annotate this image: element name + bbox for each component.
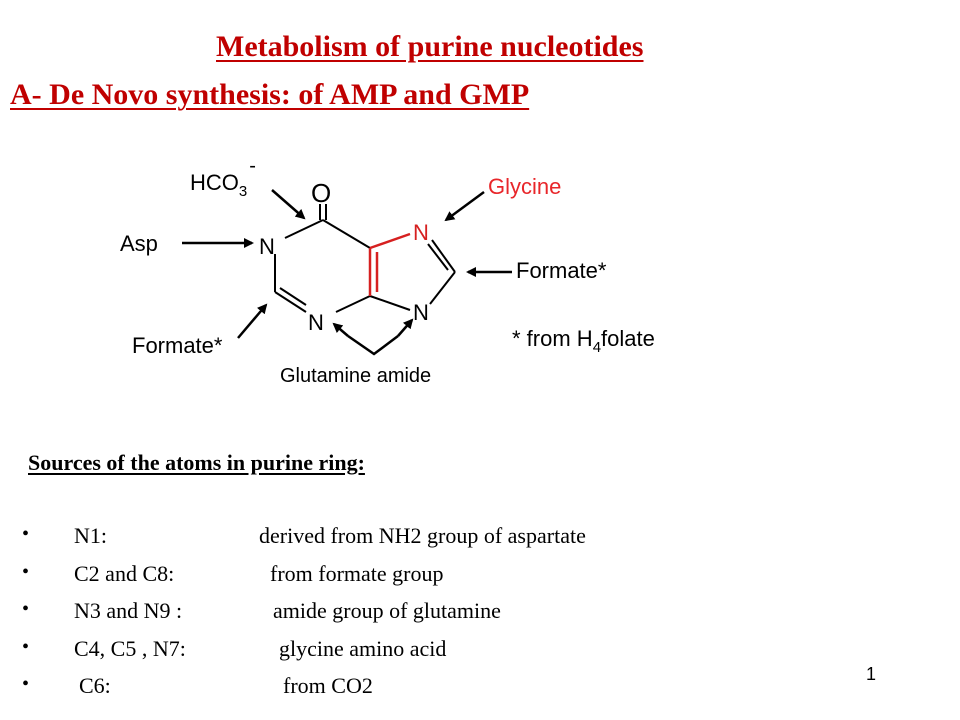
- bond-n9-c8: [429, 271, 456, 305]
- bond-c2-n3-double: [279, 287, 307, 306]
- n7-label: N: [413, 220, 429, 245]
- slide-title: Metabolism of purine nucleotides: [216, 30, 644, 63]
- bullet-dot: •: [22, 598, 30, 620]
- hco3-label: HCO3-: [190, 155, 256, 200]
- ring-bonds: [274, 204, 456, 313]
- arrow-glutamine-n9: [397, 318, 414, 337]
- arrow-glutamine-n3: [332, 322, 349, 337]
- asp-label: Asp: [120, 231, 158, 256]
- oxygen-label: O: [311, 178, 331, 208]
- bond-c8-n7-double: [427, 243, 449, 271]
- bond-c5-n7: [369, 232, 411, 250]
- n9-label: N: [413, 300, 429, 325]
- bond-n3-c4: [335, 295, 371, 313]
- atom-label: C4, C5 , N7:: [74, 635, 186, 661]
- purine-ring-diagram: O N N N N HCO3- Glycine Asp Formate* For…: [120, 155, 655, 387]
- bullet-dot: •: [22, 523, 30, 545]
- sources-heading: Sources of the atoms in purine ring:: [28, 450, 365, 475]
- glycine-label: Glycine: [488, 174, 561, 199]
- slide-subtitle: A- De Novo synthesis: of AMP and GMP: [10, 78, 530, 111]
- atom-source: glycine amino acid: [279, 635, 447, 661]
- ring-red-bonds: [368, 232, 411, 296]
- atom-label: N1:: [74, 523, 107, 548]
- formate-right-label: Formate*: [516, 258, 607, 283]
- bullet-dot: •: [22, 635, 30, 658]
- page-number: 1: [866, 664, 877, 684]
- bond-c6-n1: [284, 219, 324, 239]
- atom-label: N3 and N9 :: [74, 598, 183, 623]
- atom-label: C6:: [79, 673, 111, 698]
- source-arrows: [182, 189, 512, 356]
- atom-source: derived from NH2 group of aspartate: [259, 523, 586, 548]
- bond-c4-n9: [369, 295, 411, 311]
- bullet-dot: •: [22, 560, 30, 583]
- arrow-hco3: [271, 189, 306, 220]
- glutamine-amide-label: Glutamine amide: [280, 365, 431, 387]
- bond-c2-n3: [274, 291, 307, 313]
- bond-c8-n7: [431, 239, 456, 273]
- bullet-dot: •: [22, 673, 30, 695]
- arrow-glycine: [444, 190, 485, 222]
- n1-label: N: [259, 234, 275, 259]
- glutamine-fork: [347, 334, 399, 356]
- formate-left-label: Formate*: [132, 333, 223, 358]
- atom-source: from CO2: [283, 673, 373, 698]
- atom-label: C2 and C8:: [74, 560, 175, 586]
- n3-label: N: [308, 310, 324, 335]
- bond-c6-c5: [322, 219, 371, 249]
- arrow-formate-left: [237, 303, 268, 339]
- atom-source: from formate group: [270, 560, 444, 586]
- atom-source: amide group of glutamine: [273, 598, 501, 623]
- footnote-label: * from H4folate: [512, 326, 655, 356]
